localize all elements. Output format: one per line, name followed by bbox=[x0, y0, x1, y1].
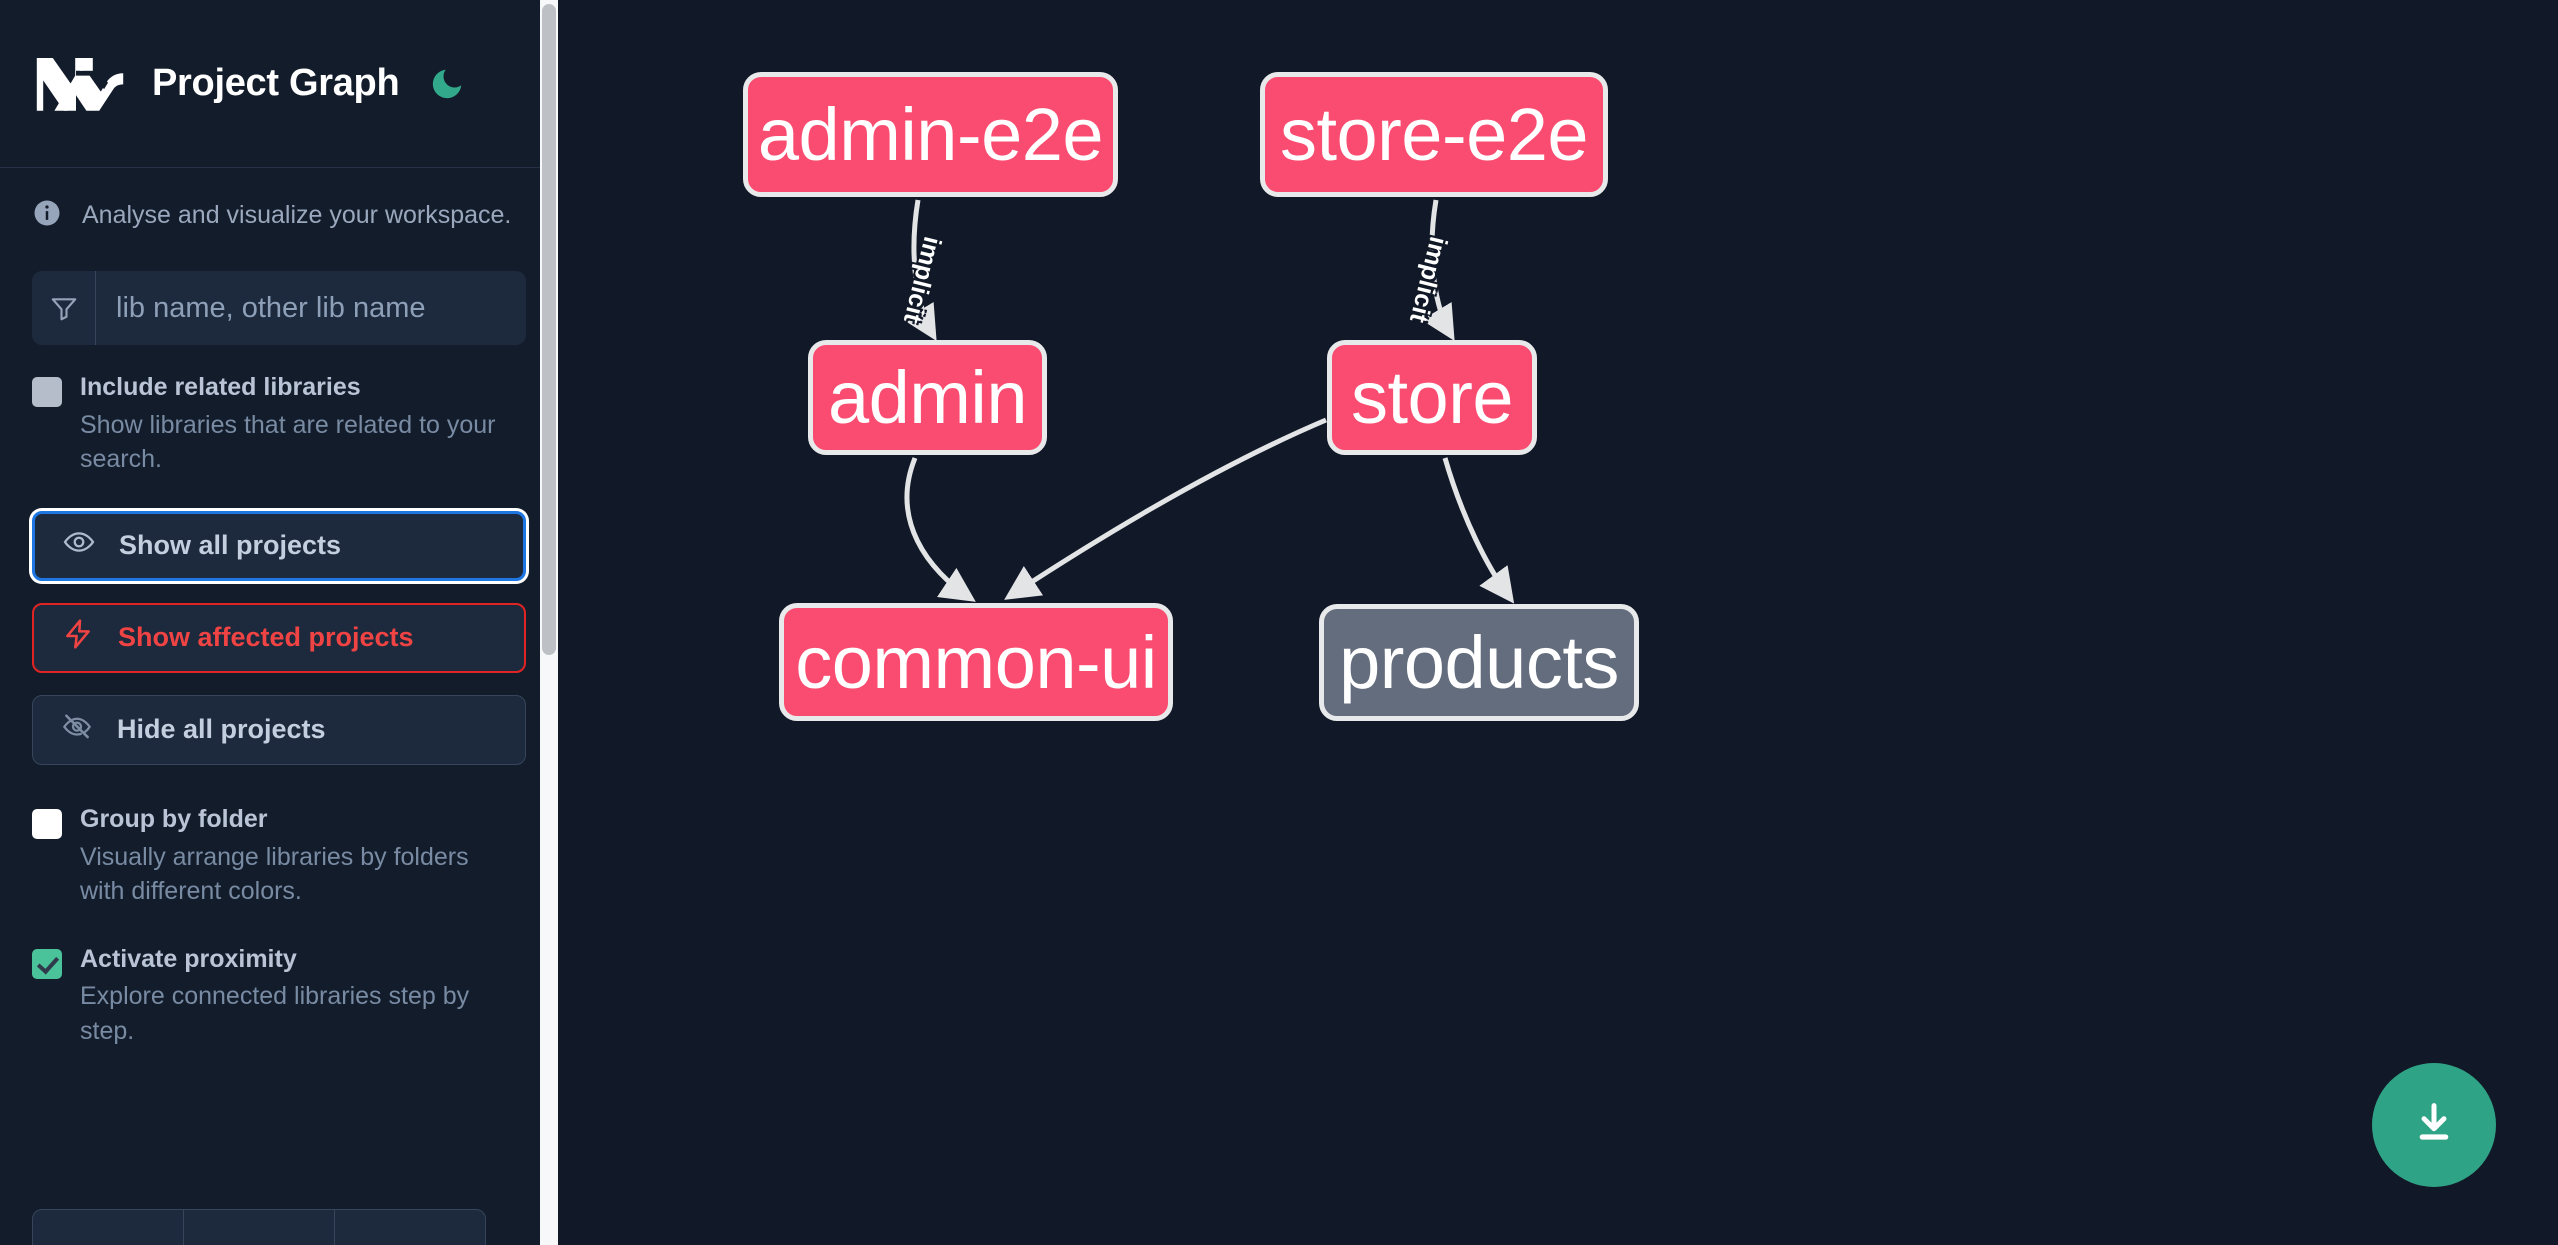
sidebar-scrollbar-track[interactable] bbox=[540, 0, 558, 1245]
download-icon bbox=[2408, 1098, 2460, 1153]
workspace-blurb-text: Analyse and visualize your workspace. bbox=[82, 201, 512, 229]
edge-admin-common-ui bbox=[904, 457, 976, 602]
sidebar-header: Project Graph bbox=[0, 0, 558, 168]
show-all-projects-label: Show all projects bbox=[119, 530, 342, 561]
edge-store-common-ui bbox=[1004, 417, 1327, 600]
proximity-stepper-value bbox=[184, 1210, 335, 1245]
include-related-libraries-label: Include related libraries bbox=[80, 373, 361, 401]
graph-node-label: common-ui bbox=[795, 620, 1157, 704]
include-related-libraries-row[interactable]: Include related libraries Show libraries… bbox=[32, 373, 526, 477]
graph-node-label: store-e2e bbox=[1279, 93, 1589, 176]
lightning-icon bbox=[62, 618, 94, 657]
graph-node-label: products bbox=[1339, 621, 1619, 704]
graph-node-label: store bbox=[1350, 356, 1514, 439]
edge-admin-e2e-admin bbox=[903, 199, 937, 342]
graph-node-label: admin-e2e bbox=[757, 93, 1104, 176]
activate-proximity-row[interactable]: Activate proximity Explore connected lib… bbox=[32, 945, 526, 1049]
workspace-blurb: Analyse and visualize your workspace. bbox=[32, 168, 526, 229]
graph-node-store[interactable]: store bbox=[1327, 340, 1537, 455]
activate-proximity-checkbox[interactable] bbox=[32, 948, 62, 979]
proximity-stepper-increase[interactable] bbox=[335, 1210, 485, 1245]
proximity-stepper-control[interactable] bbox=[32, 1209, 486, 1245]
show-affected-projects-label: Show affected projects bbox=[118, 622, 414, 653]
moon-icon[interactable] bbox=[425, 62, 469, 106]
page-title: Project Graph bbox=[152, 62, 400, 104]
sidebar-body: Analyse and visualize your workspace. In… bbox=[0, 168, 558, 1048]
hide-all-projects-button[interactable]: Hide all projects bbox=[32, 694, 526, 765]
edge-store-products bbox=[1442, 457, 1515, 604]
show-all-projects-button[interactable]: Show all projects bbox=[32, 510, 526, 581]
search-input[interactable] bbox=[96, 271, 526, 345]
graph-node-admin-e2e[interactable]: admin-e2e bbox=[743, 72, 1118, 197]
show-affected-projects-button[interactable]: Show affected projects bbox=[32, 602, 526, 673]
graph-node-store-e2e[interactable]: store-e2e bbox=[1260, 72, 1608, 197]
edge-store-e2e-store bbox=[1421, 199, 1455, 342]
nx-logo-icon bbox=[32, 50, 128, 118]
hide-all-projects-label: Hide all projects bbox=[117, 714, 326, 745]
sidebar: Project Graph Analyse and visualize your… bbox=[0, 0, 558, 1245]
eye-off-icon bbox=[61, 710, 93, 749]
sidebar-scrollbar-thumb[interactable] bbox=[542, 4, 556, 655]
include-related-libraries-description: Show libraries that are related to your … bbox=[80, 410, 496, 474]
filter-funnel-icon bbox=[32, 271, 96, 345]
graph-node-label: admin bbox=[827, 356, 1028, 439]
search-field-wrapper bbox=[32, 271, 526, 345]
graph-node-admin[interactable]: admin bbox=[808, 340, 1047, 455]
activate-proximity-label: Activate proximity bbox=[80, 944, 297, 973]
graph-canvas[interactable]: admin-e2e store-e2e admin store common-u… bbox=[558, 0, 2558, 1245]
include-related-libraries-checkbox[interactable] bbox=[32, 377, 62, 407]
group-by-folder-description: Visually arrange libraries by folders wi… bbox=[80, 842, 469, 906]
visibility-button-group: Show all projects Show affected projects bbox=[32, 510, 526, 765]
graph-node-products[interactable]: products bbox=[1319, 604, 1639, 721]
proximity-stepper-decrease[interactable] bbox=[33, 1210, 184, 1245]
info-icon bbox=[32, 198, 62, 233]
download-button[interactable] bbox=[2372, 1063, 2496, 1187]
group-by-folder-checkbox[interactable] bbox=[32, 808, 62, 839]
eye-icon bbox=[63, 526, 95, 565]
graph-node-common-ui[interactable]: common-ui bbox=[779, 603, 1173, 721]
graph-edges bbox=[903, 199, 1515, 604]
group-by-folder-label: Group by folder bbox=[80, 804, 268, 833]
group-by-folder-row[interactable]: Group by folder Visually arrange librari… bbox=[32, 805, 526, 909]
activate-proximity-description: Explore connected libraries step by step… bbox=[80, 982, 470, 1045]
